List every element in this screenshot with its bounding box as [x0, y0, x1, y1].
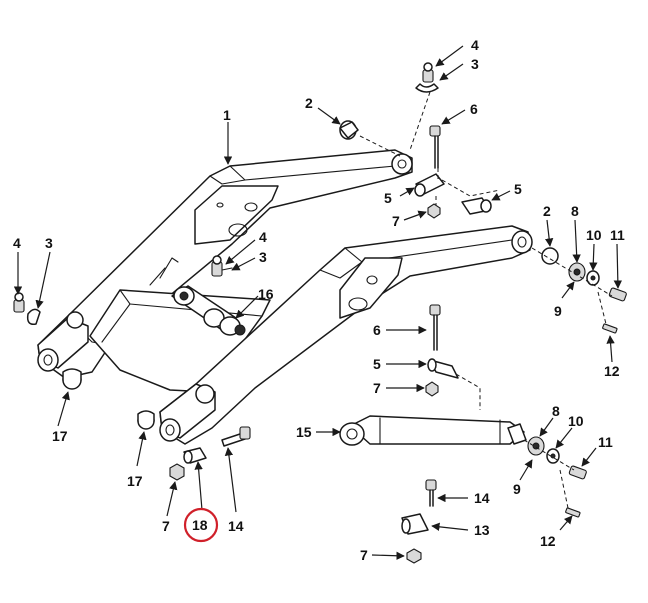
callout-7-middle: 7: [373, 380, 381, 396]
callout-11-top: 11: [610, 227, 625, 243]
callout-15: 15: [296, 424, 312, 440]
cylinder-pin-hardware: [425, 304, 481, 410]
callout-5-right-top: 5: [514, 181, 522, 197]
callout-2-right: 2: [543, 203, 551, 219]
callout-6-top: 6: [470, 101, 478, 117]
callout-7-bottom-right: 7: [360, 547, 368, 563]
leader-lines: [13, 45, 623, 560]
callout-4-top: 4: [471, 37, 479, 53]
callout-17-bottom: 17: [127, 473, 143, 489]
lower-bushings: [62, 368, 251, 481]
callout-4-left: 4: [13, 235, 21, 251]
callout-16: 16: [258, 286, 274, 302]
callout-10-bottom: 10: [568, 413, 584, 429]
highlight-ring-part-18: [183, 507, 219, 543]
callout-1: 1: [223, 107, 231, 123]
callout-18: 18: [192, 517, 208, 533]
callout-3-left: 3: [45, 235, 53, 251]
callout-6-middle: 6: [373, 322, 381, 338]
callout-12-bottom: 12: [540, 533, 556, 549]
upper-left-pivot-hardware: [339, 62, 501, 219]
callout-8-top: 8: [571, 203, 579, 219]
loose-parts-bottom: [401, 479, 437, 564]
callout-labels: 1 2 4 3 6 5 5 7 2 8 10 11 9 12 4 3 4 3 1…: [13, 37, 625, 563]
callout-11-bottom: 11: [598, 434, 613, 450]
callout-14-bottom-right: 14: [474, 490, 490, 506]
callout-8-bottom: 8: [552, 403, 560, 419]
callout-14-bottom-left: 14: [228, 518, 244, 534]
callout-12-top: 12: [604, 363, 620, 379]
callout-4-center: 4: [259, 229, 267, 245]
callout-2-top: 2: [305, 95, 313, 111]
callout-9-bottom: 9: [513, 481, 521, 497]
upper-right-pivot-hardware: [531, 247, 627, 334]
callout-7-bottom-left: 7: [162, 518, 170, 534]
callout-13: 13: [474, 522, 490, 538]
hydraulic-cylinder: [339, 415, 587, 518]
callout-3-top: 3: [471, 56, 479, 72]
callout-9-top: 9: [554, 303, 562, 319]
left-grease-fitting: [13, 292, 41, 326]
right-lift-arm: [159, 225, 533, 445]
callout-5-left-top: 5: [384, 190, 392, 206]
center-bushing-assembly: [171, 255, 246, 336]
callout-17-left: 17: [52, 428, 68, 444]
callout-7-top: 7: [392, 213, 400, 229]
callout-10-top: 10: [586, 227, 602, 243]
callout-3-center: 3: [259, 249, 267, 265]
callout-5-middle: 5: [373, 356, 381, 372]
